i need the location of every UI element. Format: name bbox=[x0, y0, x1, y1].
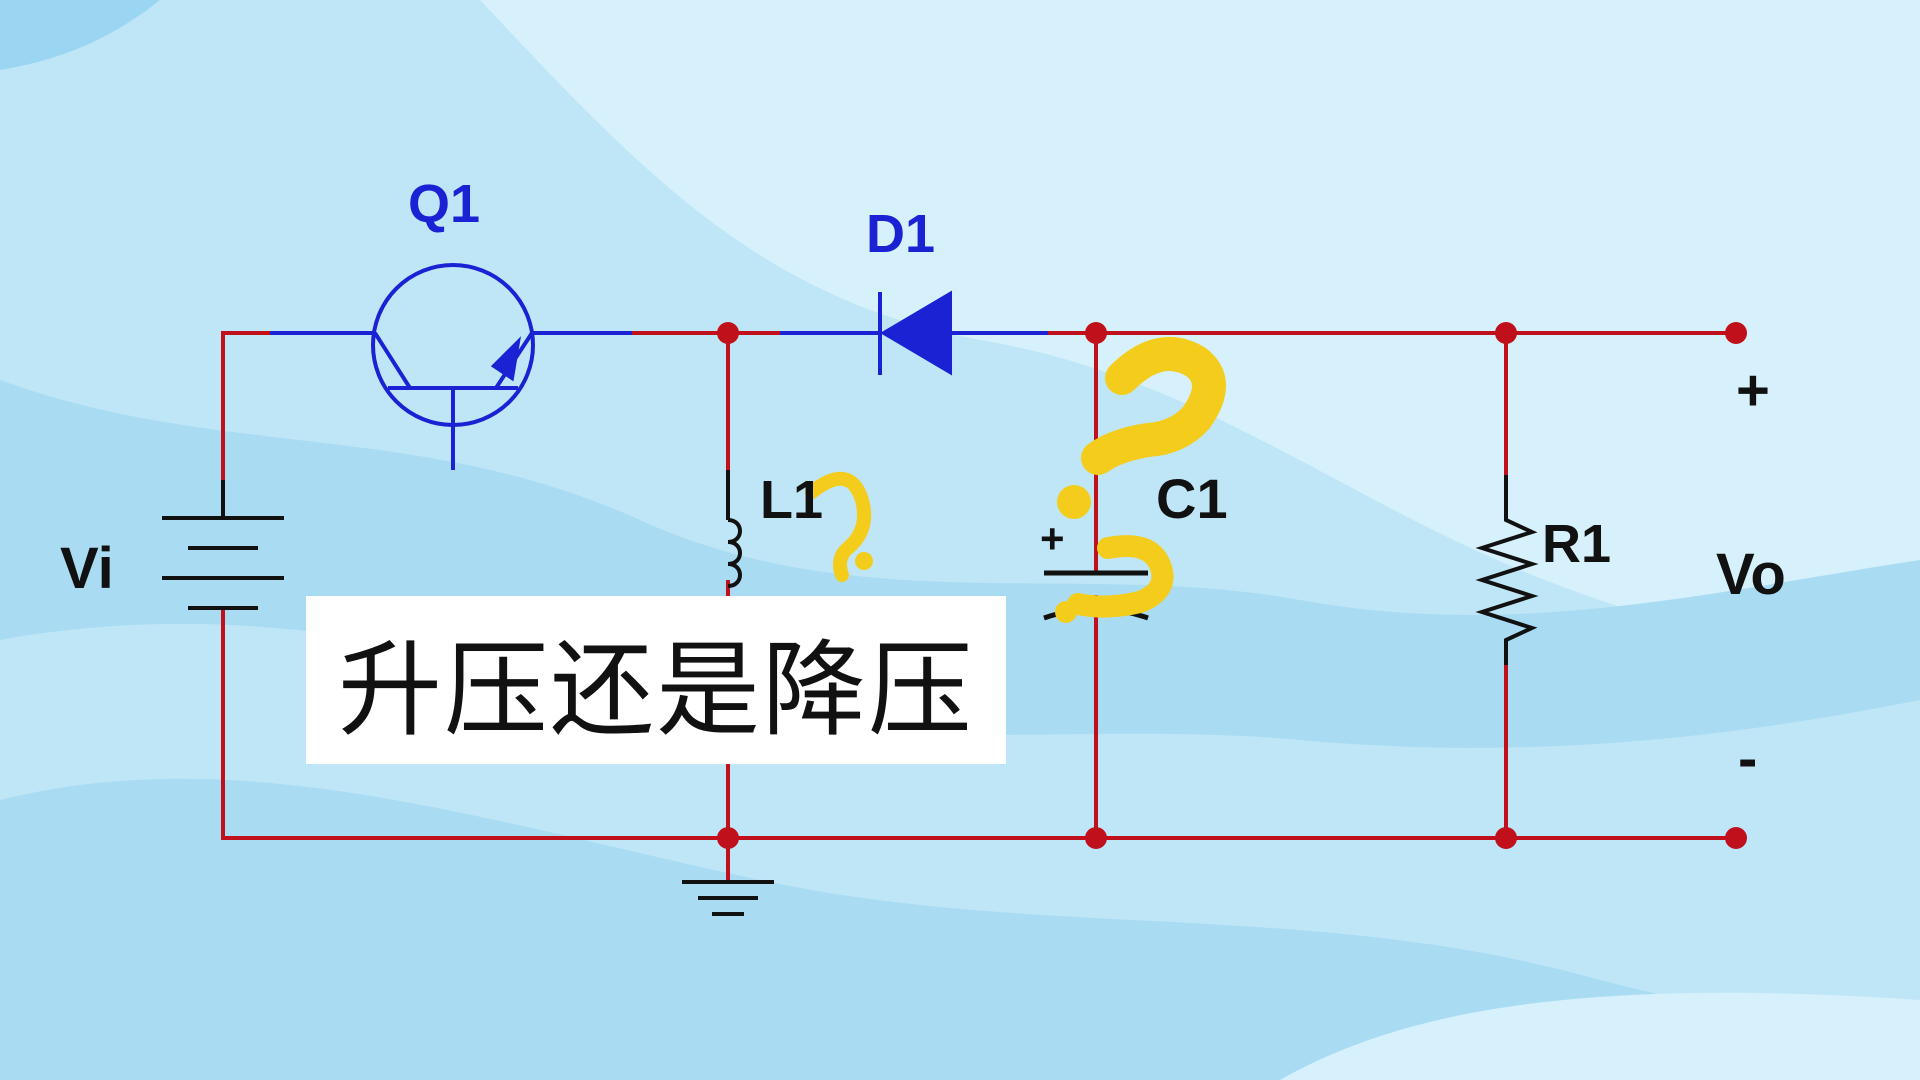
node-out-plus bbox=[1725, 322, 1747, 344]
diode-d1 bbox=[780, 290, 1048, 376]
label-c1: C1 bbox=[1156, 467, 1228, 530]
node-c1-bottom bbox=[1085, 827, 1107, 849]
node-out-minus bbox=[1725, 827, 1747, 849]
node-r1-top bbox=[1495, 322, 1517, 344]
node-l1-top bbox=[717, 322, 739, 344]
question-mark-icon bbox=[805, 471, 873, 582]
node-ground bbox=[717, 827, 739, 849]
label-q1: Q1 bbox=[408, 174, 480, 234]
battery-vi bbox=[162, 480, 284, 610]
label-d1: D1 bbox=[866, 204, 935, 264]
label-l1: L1 bbox=[760, 470, 823, 530]
wire-vi-bottom bbox=[221, 610, 728, 840]
node-c1-top bbox=[1085, 322, 1107, 344]
label-out-plus: + bbox=[1736, 358, 1770, 423]
node-r1-bottom bbox=[1495, 827, 1517, 849]
label-vo: Vo bbox=[1716, 542, 1786, 607]
resistor-r1 bbox=[1475, 475, 1539, 665]
wire-vi-top bbox=[221, 331, 270, 480]
transistor-q1 bbox=[270, 263, 632, 470]
ground-symbol bbox=[682, 880, 774, 916]
label-vi: Vi bbox=[60, 536, 114, 601]
label-out-minus: - bbox=[1738, 726, 1757, 791]
label-c1-plus: + bbox=[1040, 515, 1065, 562]
inductor-l1 bbox=[726, 470, 742, 588]
caption-box: 升压还是降压 bbox=[306, 596, 1006, 764]
label-r1: R1 bbox=[1542, 514, 1611, 574]
junction-nodes bbox=[717, 322, 1747, 849]
caption-text: 升压还是降压 bbox=[337, 628, 974, 751]
question-mark-icon bbox=[1055, 337, 1226, 623]
